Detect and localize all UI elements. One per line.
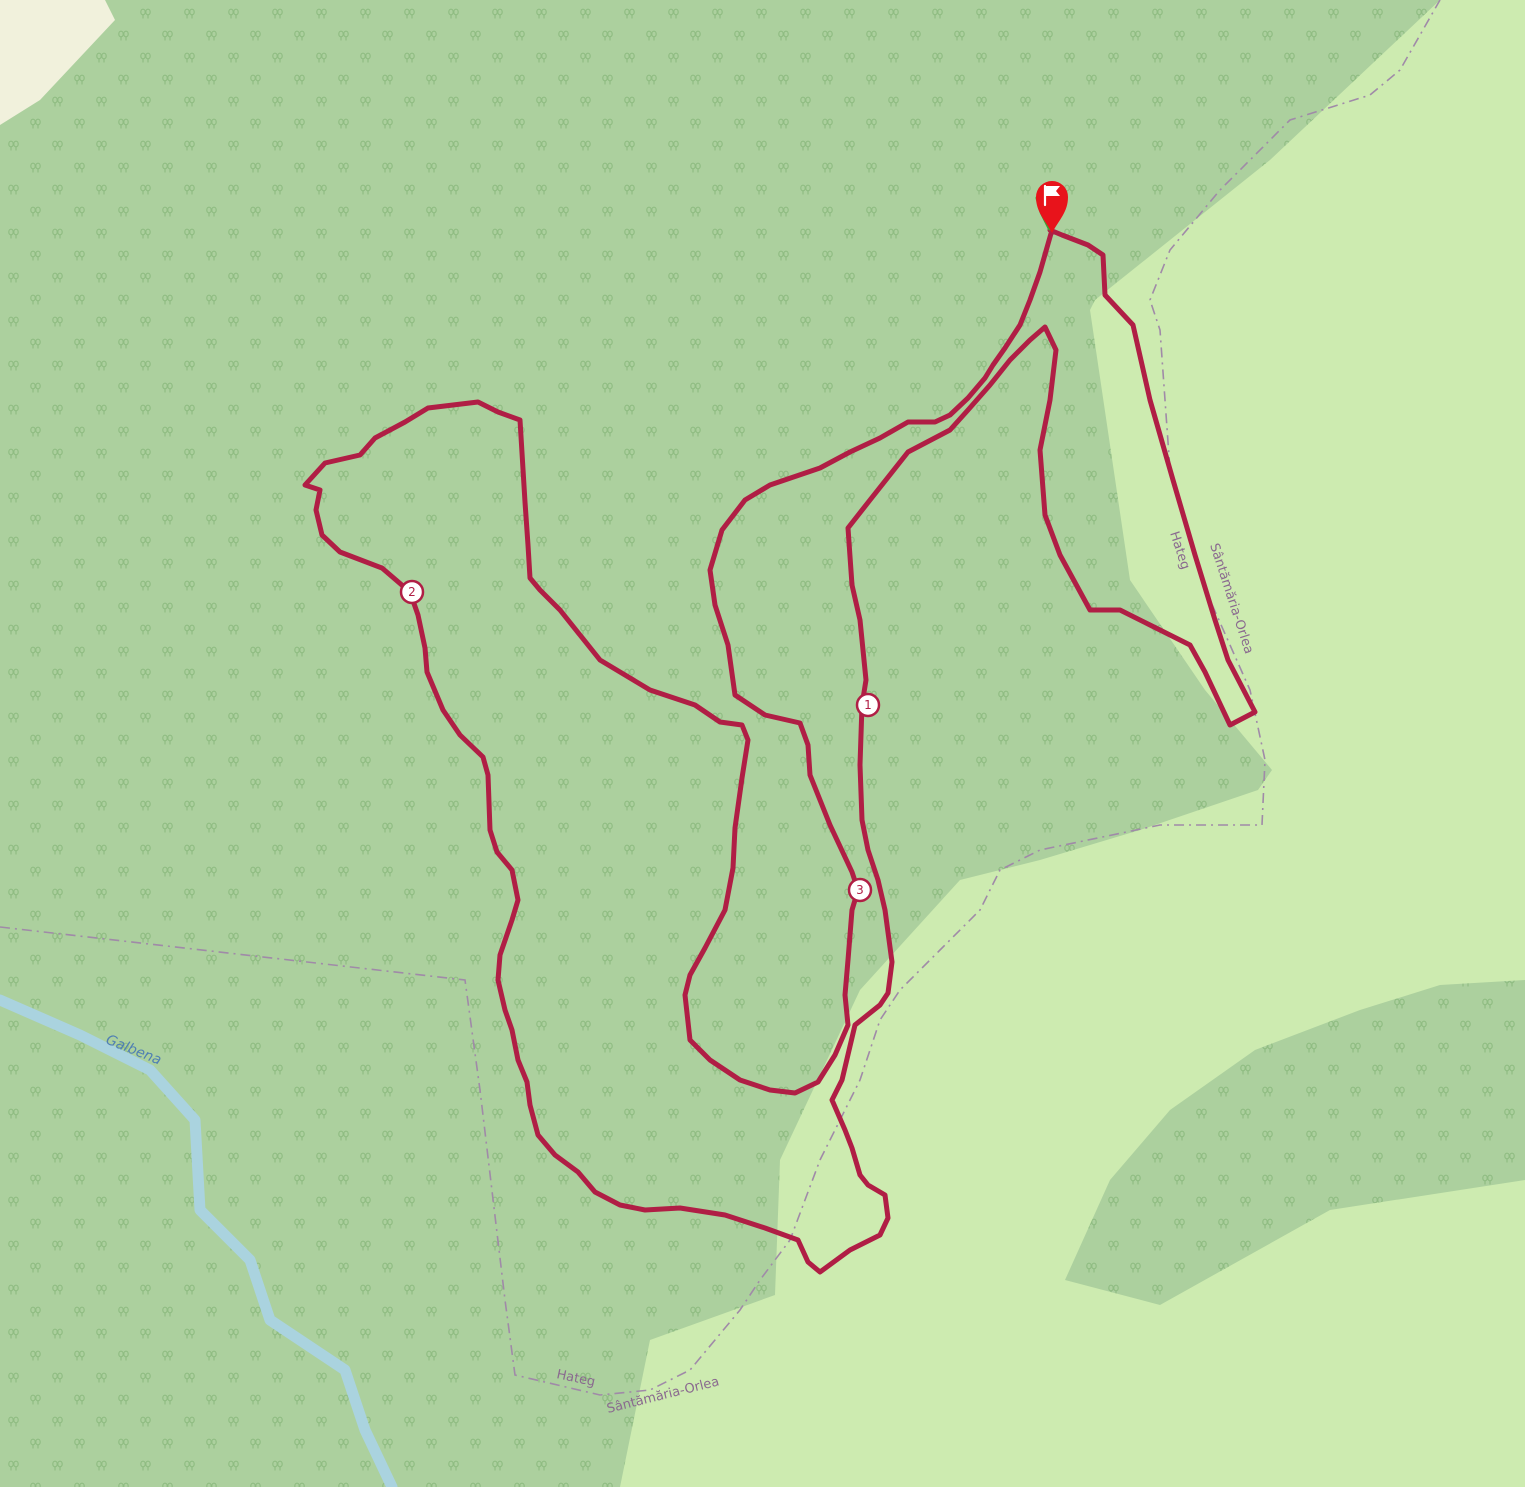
waypoint-label: 2 [408, 585, 416, 599]
settlement-area [0, 0, 115, 125]
start-marker[interactable] [1035, 181, 1068, 233]
forest-area [0, 0, 1440, 1487]
admin-boundary [0, 0, 1441, 1396]
waypoint-2[interactable]: 2 [399, 579, 425, 605]
river-galbena [0, 994, 398, 1487]
forest-patch [1065, 980, 1525, 1305]
waypoint-1[interactable]: 1 [855, 692, 881, 718]
waypoint-label: 3 [856, 883, 864, 897]
waypoint-label: 1 [864, 698, 872, 712]
flag-icon [1043, 184, 1060, 207]
waypoint-3[interactable]: 3 [847, 877, 873, 903]
